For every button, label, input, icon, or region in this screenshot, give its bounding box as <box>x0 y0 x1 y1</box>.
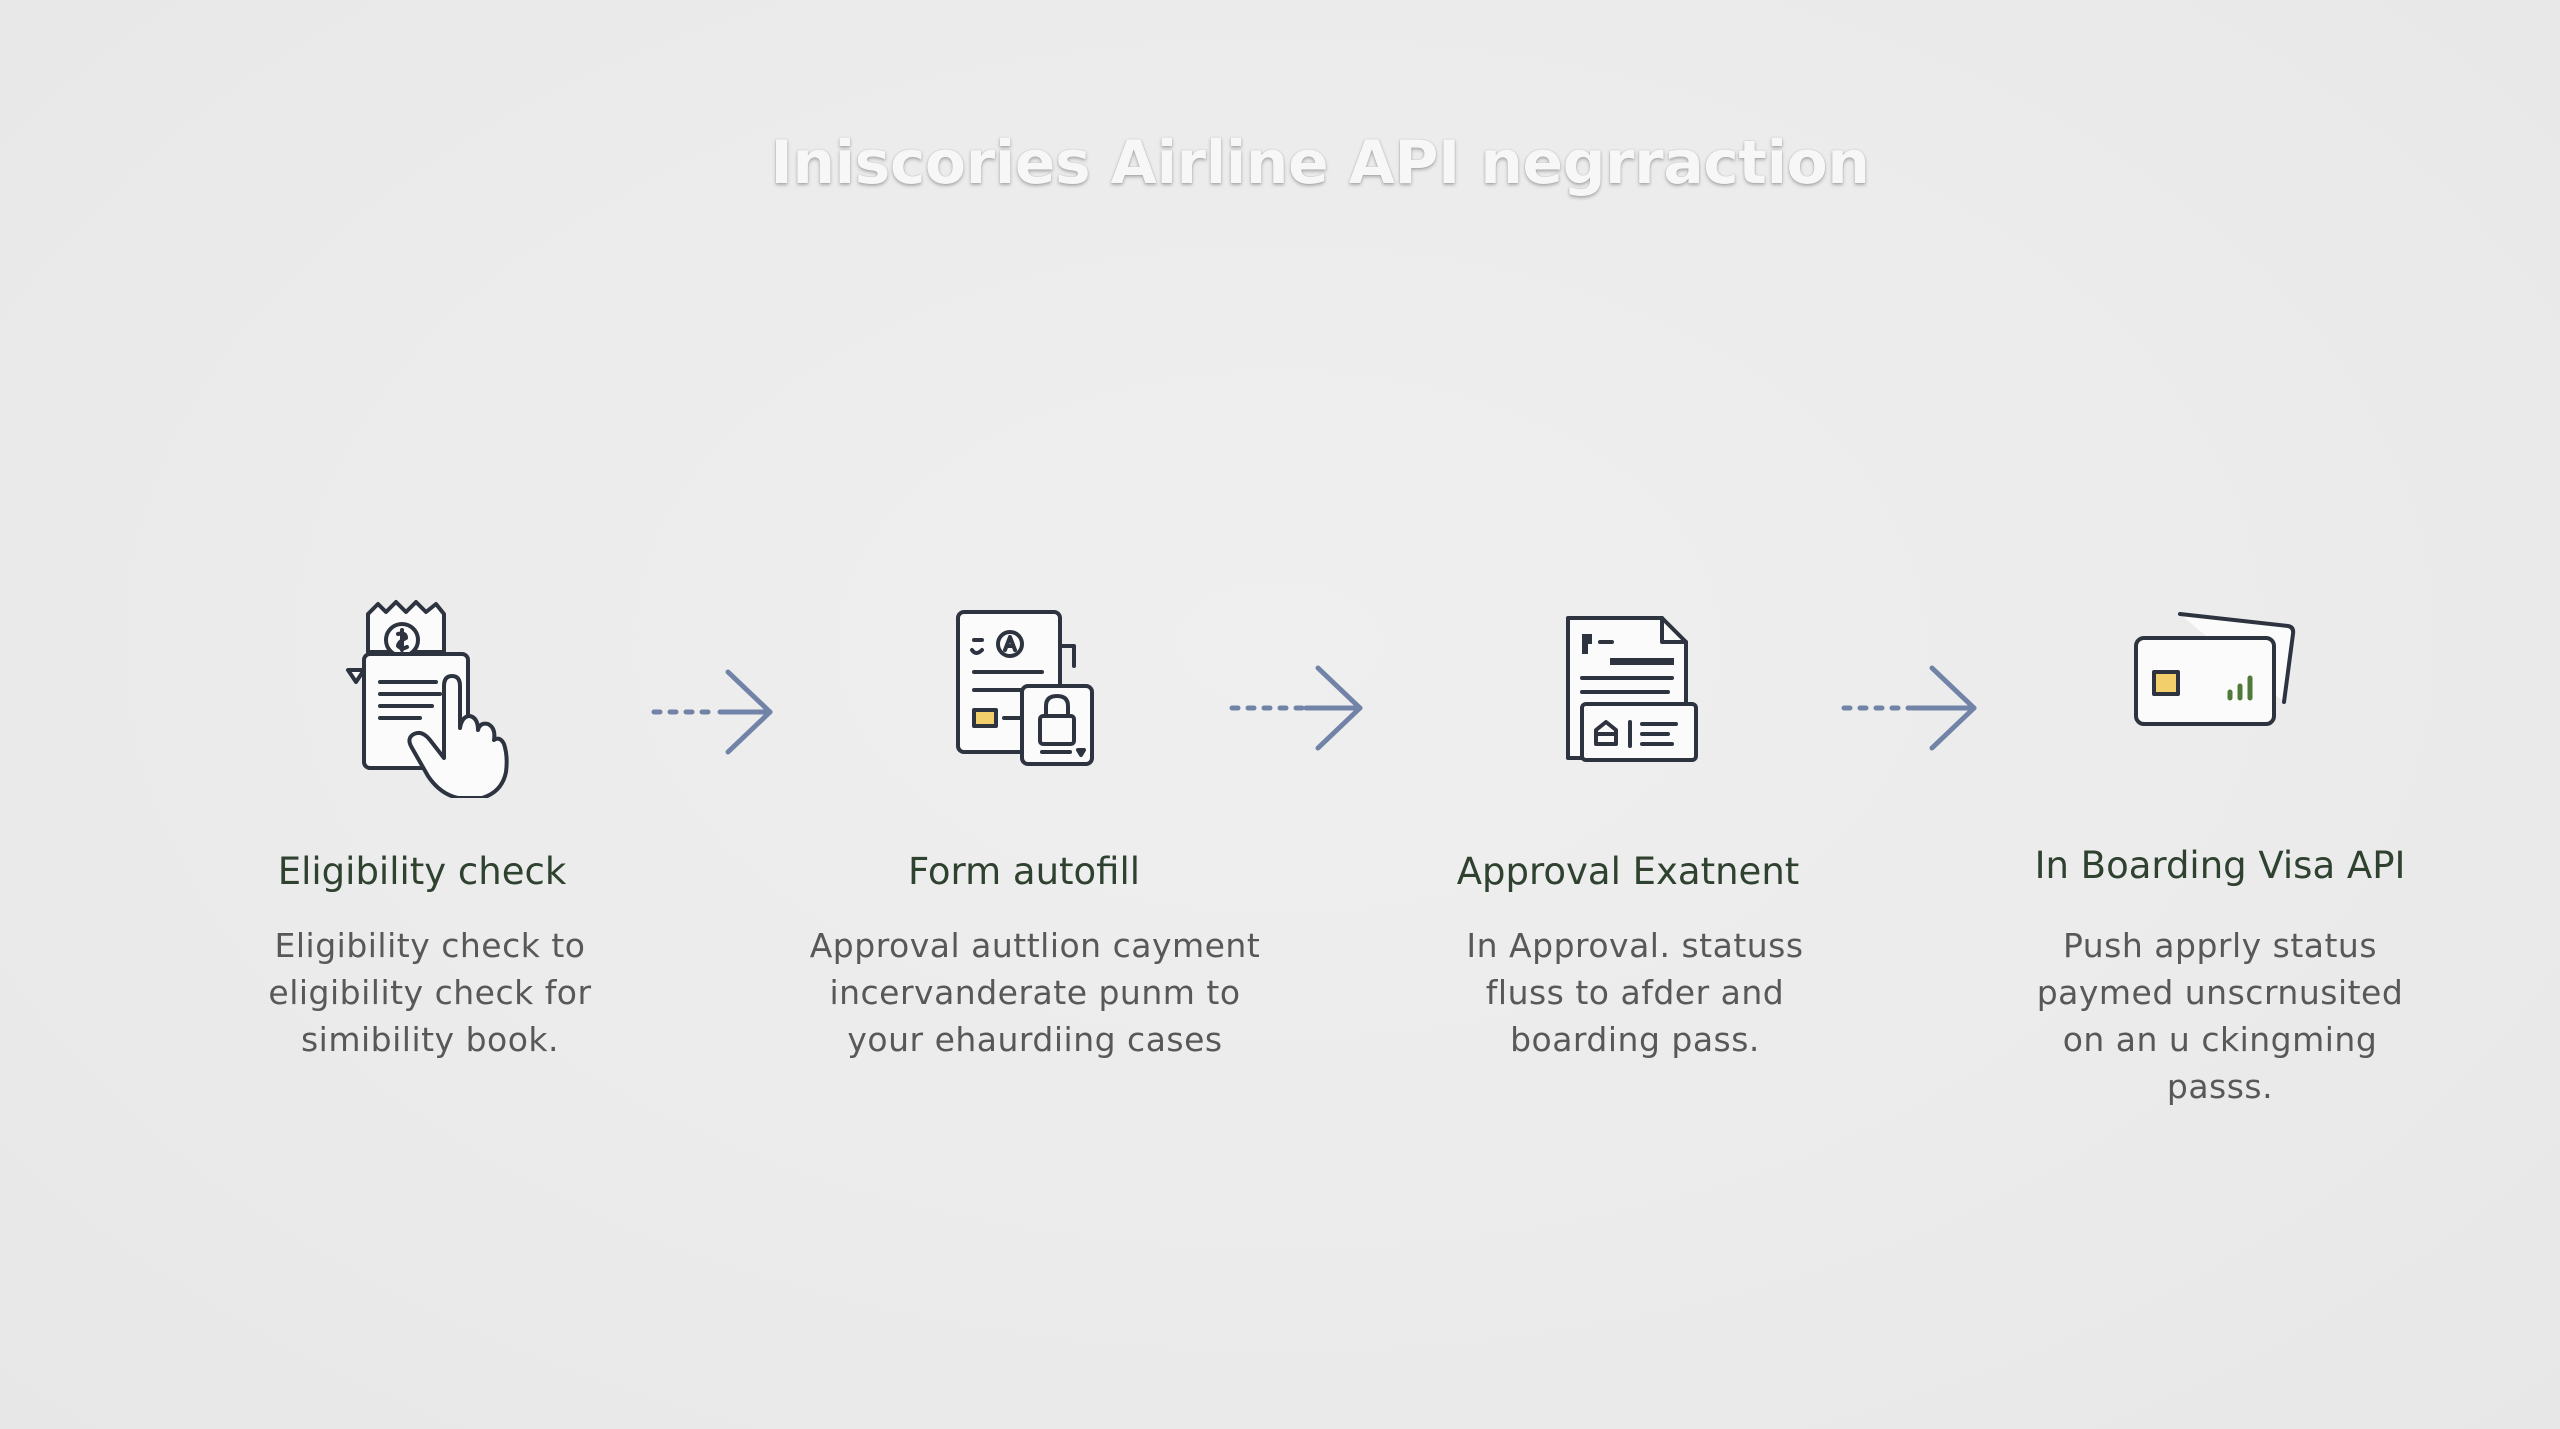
step-2-description-line-2: incervanderate punm to <box>829 973 1241 1012</box>
approval-document-icon <box>1566 616 1698 762</box>
step-3-description-line-3: boarding pass. <box>1510 1020 1760 1059</box>
flow-arrow-2 <box>1229 665 1363 751</box>
flow-arrow-1 <box>651 669 773 755</box>
step-4-description-line-2: paymed unscrnusited <box>2036 973 2404 1012</box>
step-1-description-line-1: Eligibility check to <box>274 926 586 965</box>
step-3-description-line-1: In Approval. statuss <box>1466 926 1804 965</box>
step-4-heading: In Boarding Visa API <box>2034 844 2406 887</box>
step-1-description-line-2: eligibility check for <box>268 973 592 1012</box>
step-4-description-line-4: passs. <box>2166 1067 2274 1106</box>
step-1-description-line-3: simibility book. <box>300 1020 559 1059</box>
step-2-heading: Form autofill <box>907 850 1141 893</box>
document-hand-icon <box>346 600 509 798</box>
step-4-description: Push apprly status paymed unscrnusited o… <box>1990 922 2450 1110</box>
step-2-description-line-3: your ehaurdiing cases <box>847 1020 1223 1059</box>
step-4-description-line-3: on an u ckingming <box>2062 1020 2378 1059</box>
step-4-description-line-1: Push apprly status <box>2062 926 2378 965</box>
step-1-description: Eligibility check to eligibility check f… <box>200 922 660 1063</box>
step-3-description: In Approval. statuss fluss to afder and … <box>1410 922 1860 1063</box>
step-3-heading: Approval Exatnent <box>1456 850 1800 893</box>
form-lock-icon <box>956 610 1094 766</box>
flow-arrow-3 <box>1841 665 1977 751</box>
step-1-heading: Eligibility check <box>277 850 567 893</box>
step-2-description: Approval auttlion cayment incervanderate… <box>770 922 1300 1063</box>
diagram-title: Iniscories Airline API negrraction <box>770 128 1870 198</box>
step-2-description-line-1: Approval auttlion cayment <box>809 926 1261 965</box>
boarding-card-icon <box>2134 612 2296 726</box>
step-3-description-line-2: fluss to afder and <box>1485 973 1785 1012</box>
